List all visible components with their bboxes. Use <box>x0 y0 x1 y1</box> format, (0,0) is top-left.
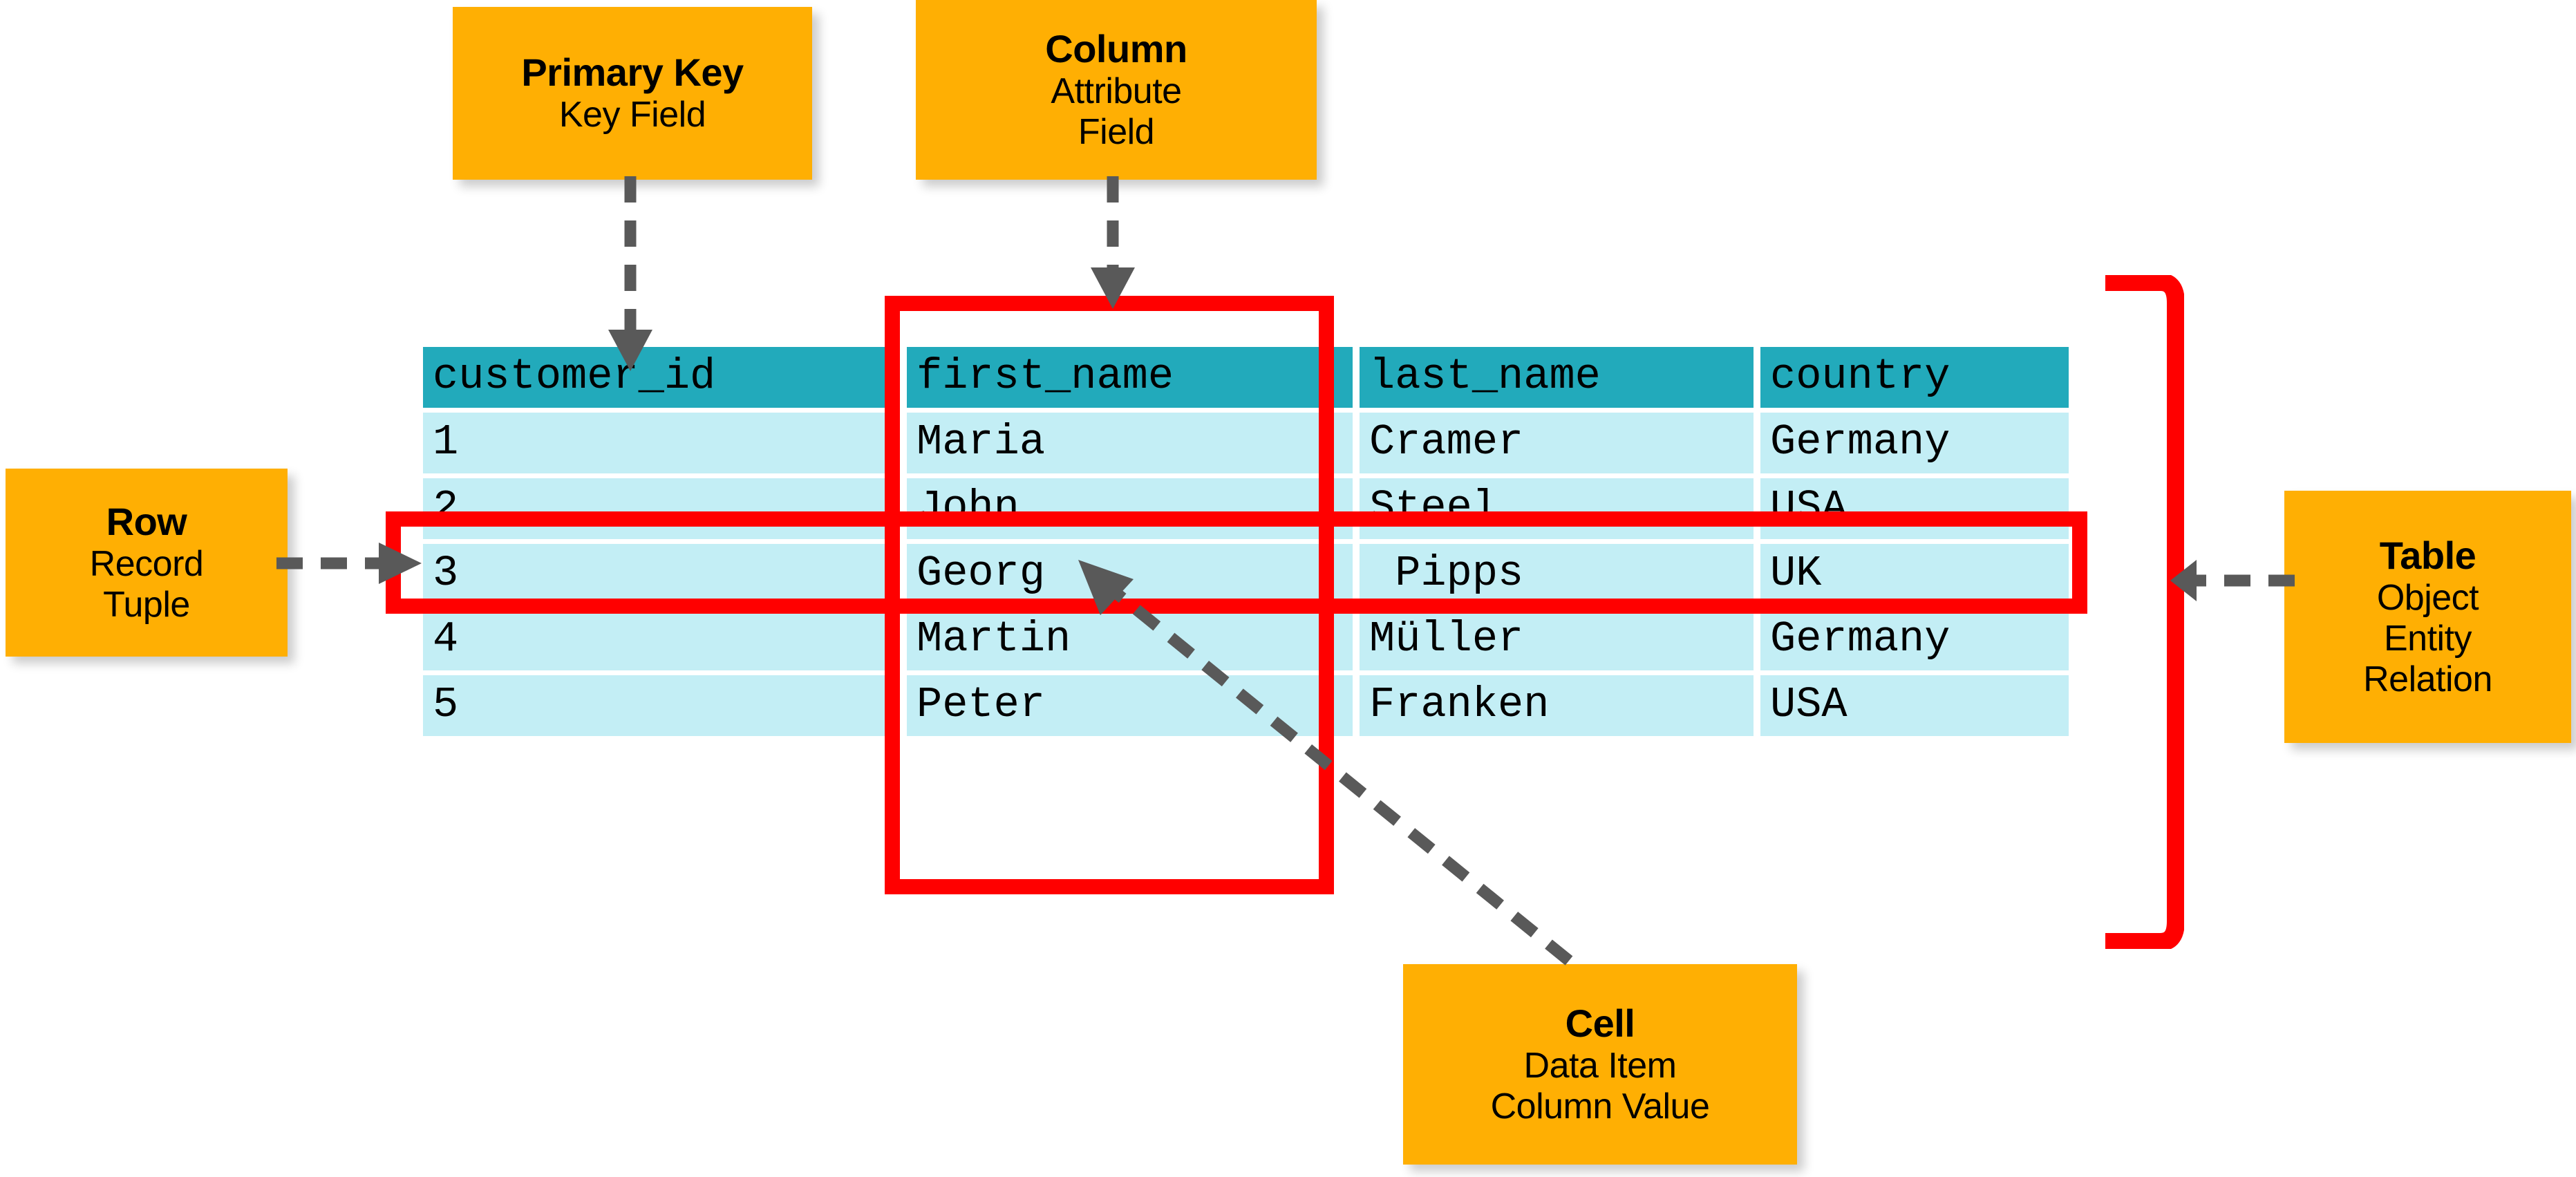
table-header-row: customer_id first_name last_name country <box>423 347 2069 408</box>
column-gap <box>1754 610 1760 670</box>
column-gap <box>900 347 907 408</box>
cell-first-name[interactable]: Martin <box>907 610 1353 670</box>
callout-row-line-0: Record <box>89 543 204 584</box>
callout-cell-line-0: Data Item <box>1523 1045 1677 1086</box>
callout-primary-key-title: Primary Key <box>521 50 744 95</box>
dashed-arrow-right-icon <box>276 543 422 584</box>
cell-first-name[interactable]: Maria <box>907 413 1353 473</box>
cell-customer-id[interactable]: 2 <box>423 478 900 539</box>
column-header-last-name[interactable]: last_name <box>1360 347 1754 408</box>
column-gap <box>900 478 907 539</box>
callout-table: Table Object Entity Relation <box>2284 491 2571 743</box>
cell-country[interactable]: Germany <box>1760 610 2069 670</box>
cell-customer-id[interactable]: 5 <box>423 675 900 736</box>
column-gap <box>1754 347 1760 408</box>
cell-customer-id[interactable]: 1 <box>423 413 900 473</box>
cell-last-name[interactable]: Steel <box>1360 478 1754 539</box>
callout-row: Row Record Tuple <box>6 469 288 657</box>
column-gap <box>900 413 907 473</box>
column-gap <box>1353 413 1360 473</box>
column-gap <box>1353 544 1360 605</box>
column-gap <box>1353 478 1360 539</box>
cell-last-name[interactable]: Müller <box>1360 610 1754 670</box>
callout-table-line-1: Entity <box>2383 618 2472 659</box>
callout-column-line-0: Attribute <box>1051 70 1182 111</box>
callout-column-line-1: Field <box>1078 111 1155 152</box>
callout-table-line-0: Object <box>2376 577 2479 618</box>
column-gap <box>1754 675 1760 736</box>
cell-customer-id[interactable]: 3 <box>423 544 900 605</box>
callout-table-line-2: Relation <box>2363 659 2492 700</box>
callout-cell-title: Cell <box>1565 1001 1635 1045</box>
callout-table-title: Table <box>2379 533 2476 577</box>
callout-primary-key: Primary Key Key Field <box>453 7 812 180</box>
cell-first-name[interactable]: John <box>907 478 1353 539</box>
dashed-arrow-left-icon <box>2170 560 2295 601</box>
table-row[interactable]: 5 Peter Franken USA <box>423 675 2069 736</box>
column-gap <box>1754 478 1760 539</box>
callout-column-title: Column <box>1045 26 1187 70</box>
column-header-customer-id[interactable]: customer_id <box>423 347 900 408</box>
callout-cell: Cell Data Item Column Value <box>1403 964 1797 1165</box>
callout-column: Column Attribute Field <box>916 0 1317 180</box>
column-header-first-name[interactable]: first_name <box>907 347 1353 408</box>
column-gap <box>900 610 907 670</box>
callout-primary-key-line-0: Key Field <box>558 95 706 135</box>
table-row[interactable]: 2 John Steel USA <box>423 478 2069 539</box>
cell-first-name[interactable]: Peter <box>907 675 1353 736</box>
column-gap <box>1754 413 1760 473</box>
callout-row-title: Row <box>106 499 187 543</box>
column-gap <box>1754 544 1760 605</box>
customer-table: customer_id first_name last_name country… <box>423 342 2069 741</box>
cell-country[interactable]: UK <box>1760 544 2069 605</box>
table-row[interactable]: 3 Georg Pipps UK <box>423 544 2069 605</box>
column-gap <box>1353 675 1360 736</box>
cell-customer-id[interactable]: 4 <box>423 610 900 670</box>
cell-country[interactable]: USA <box>1760 675 2069 736</box>
column-gap <box>900 675 907 736</box>
callout-cell-line-1: Column Value <box>1490 1086 1710 1127</box>
dashed-arrow-down-icon <box>1091 176 1135 309</box>
cell-country[interactable]: Germany <box>1760 413 2069 473</box>
column-gap <box>1353 347 1360 408</box>
column-gap <box>1353 610 1360 670</box>
table-row[interactable]: 1 Maria Cramer Germany <box>423 413 2069 473</box>
cell-last-name[interactable]: Cramer <box>1360 413 1754 473</box>
right-brace-bracket-icon <box>2105 275 2184 949</box>
column-gap <box>900 544 907 605</box>
cell-last-name[interactable]: Pipps <box>1360 544 1754 605</box>
callout-row-line-1: Tuple <box>103 584 190 625</box>
cell-first-name[interactable]: Georg <box>907 544 1353 605</box>
cell-last-name[interactable]: Franken <box>1360 675 1754 736</box>
table-row[interactable]: 4 Martin Müller Germany <box>423 610 2069 670</box>
cell-country[interactable]: USA <box>1760 478 2069 539</box>
column-header-country[interactable]: country <box>1760 347 2069 408</box>
